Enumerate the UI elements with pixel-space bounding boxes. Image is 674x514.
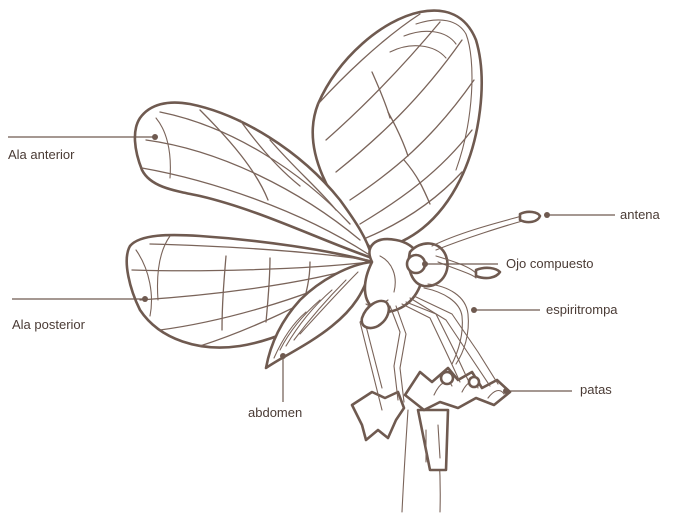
dot-antena <box>544 212 550 218</box>
label-ala-posterior: Ala posterior <box>12 317 85 333</box>
dot-espiritrompa <box>471 307 477 313</box>
dot-ojo-compuesto <box>422 261 428 267</box>
label-abdomen: abdomen <box>248 405 302 421</box>
dot-ala-posterior <box>142 296 148 302</box>
flower-stem <box>352 368 510 512</box>
label-patas: patas <box>580 382 612 398</box>
label-espiritrompa: espiritrompa <box>546 302 618 318</box>
label-ala-anterior: Ala anterior <box>8 147 74 163</box>
label-antena: antena <box>620 207 660 223</box>
dot-patas <box>503 388 509 394</box>
dot-abdomen <box>280 353 286 359</box>
dot-ala-anterior <box>152 134 158 140</box>
label-ojo-compuesto: Ojo compuesto <box>506 256 593 272</box>
